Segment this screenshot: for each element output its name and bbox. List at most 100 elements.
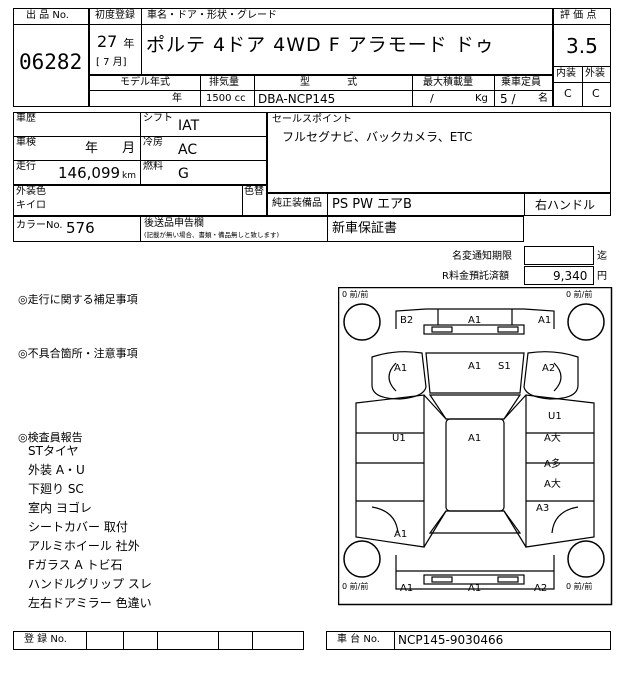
report-line: 外装 A・U [28, 463, 85, 477]
chassis-label: 車 台 No. [337, 634, 380, 645]
car-name: ポルテ 4ドア 4WD F アラモード ドゥ [146, 34, 495, 56]
report-line: 左右ドアミラー 色違い [28, 596, 152, 610]
tire-label-front-right: 0 前/前 [566, 289, 592, 299]
ac: AC [178, 142, 198, 158]
chassis-no: NCP145-9030466 [398, 633, 504, 647]
mark-right-front-door-top: U1 [548, 411, 562, 422]
sales-point: フルセグナビ、バックカメラ、ETC [282, 130, 473, 144]
rear-window [428, 510, 522, 534]
mark-hood-right: S1 [498, 361, 511, 372]
tire-rear-right [567, 540, 605, 578]
max-load-unit: Kg [475, 93, 488, 104]
model-row [89, 75, 553, 107]
recycle: 9,340 [553, 269, 588, 283]
report-line: 下廻り SC [28, 482, 84, 496]
first-reg-month: [ 7 月] [96, 57, 127, 68]
inspector-label: ◎検査員報告 [18, 431, 83, 444]
shipping-label: 後送品申告欄 [144, 218, 204, 229]
fuel: G [178, 166, 189, 182]
exterior-color-box [13, 185, 267, 216]
capacity-label: 乗車定員 [501, 77, 541, 88]
inspection: 年 月 [85, 141, 136, 156]
model-year-label: モデル年式 [120, 77, 170, 88]
shipping-note: (記載が無い場合、書類・備品無しと致します) [144, 231, 280, 239]
diagram-frame [338, 287, 613, 606]
tire-front-left [343, 303, 381, 341]
car-name-label: 車名・ドア・形状・グレード [147, 10, 277, 21]
tire-label-rear-right: 0 前/前 [566, 581, 592, 591]
ac-label: 冷房 [143, 137, 163, 148]
meter-change-unit: 迄 [597, 251, 607, 262]
tire-label-front-left: 0 前/前 [342, 289, 368, 299]
model-year-unit: 年 [172, 93, 182, 104]
chassis-box [326, 631, 611, 650]
mark-left-front-door: U1 [392, 433, 406, 444]
mileage-label: 走行 [16, 161, 36, 172]
sales-point-box [267, 112, 611, 193]
report-line: ハンドルグリップ スレ [28, 577, 152, 591]
report-line: STタイヤ [28, 444, 79, 458]
notes-defects-label: ◎不具合箇所・注意事項 [18, 347, 138, 360]
recycle-label: R料金預託済額 [442, 271, 509, 282]
mark-front-bumper-mid: A1 [468, 315, 481, 326]
meter-change-label: 名変通知期限 [452, 251, 512, 262]
report-line: アルミホイール 社外 [28, 539, 140, 553]
inspection-label: 車検 [16, 137, 36, 148]
warranty: 新車保証書 [332, 221, 398, 236]
capacity-unit: 名 [538, 93, 548, 104]
color-change-label: 色替 [244, 186, 264, 197]
exterior-color: キイロ [16, 200, 46, 211]
exterior-label: 外装 [585, 68, 605, 79]
rear-bumper [395, 555, 555, 590]
model-type-label: 型 式 [300, 77, 358, 88]
options: PS PW エアB [332, 197, 412, 212]
mark-right-rear-door-top: A多 [544, 457, 561, 470]
report-line: 室内 ヨゴレ [28, 501, 92, 515]
mark-front-bumper-right: A1 [538, 315, 551, 326]
mark-left-rear: A1 [394, 529, 407, 540]
lot-number-box [13, 8, 89, 107]
lot-label: 出 品 No. [26, 10, 69, 21]
score: 3.5 [566, 34, 598, 58]
recycle-box [524, 266, 594, 285]
exterior-grade: C [592, 87, 600, 100]
model-type: DBA-NCP145 [258, 92, 336, 106]
options-box [267, 193, 611, 216]
options-label: 純正装備品 [272, 198, 322, 209]
max-load-label: 最大積載量 [423, 77, 473, 88]
mark-rear-bumper-mid: A1 [468, 583, 481, 594]
sales-point-label: セールスポイント [272, 114, 352, 125]
displacement-label: 排気量 [209, 77, 239, 88]
reg-no-label: 登 録 No. [24, 634, 67, 645]
score-label: 評 価 点 [560, 10, 597, 21]
shift: IAT [178, 118, 200, 134]
title-box [89, 8, 553, 75]
interior-grade: C [564, 87, 572, 100]
shift-label: シフト [143, 113, 173, 124]
front-body [371, 351, 427, 400]
mark-rear-bumper-right: A2 [534, 583, 547, 594]
tire-rear-left [343, 540, 381, 578]
left-side [355, 394, 425, 548]
interior-label: 内装 [556, 68, 576, 79]
displacement: 1500 cc [206, 93, 246, 104]
recycle-unit: 円 [597, 271, 607, 282]
color-no-label: カラーNo. [16, 220, 63, 231]
first-reg-label: 初度登録 [95, 10, 135, 21]
reg-no-box [13, 631, 304, 650]
mark-left-front-fender: A1 [394, 363, 407, 374]
steering: 右ハンドル [535, 198, 596, 212]
mark-right-front-door: A大 [544, 431, 561, 444]
color-no: 576 [66, 219, 95, 237]
history-label: 車歴 [16, 113, 36, 124]
mark-hood-left: A1 [468, 361, 481, 372]
mark-rear-bumper-left: A1 [400, 583, 413, 594]
tire-front-right [567, 303, 605, 341]
report-line: Fガラス A トビ石 [28, 558, 123, 572]
meter-change-box [524, 246, 594, 265]
report-line: シートカバー 取付 [28, 520, 128, 534]
mark-right-quarter: A3 [536, 503, 549, 514]
notes-driving-label: ◎走行に関する補足事項 [18, 293, 138, 306]
